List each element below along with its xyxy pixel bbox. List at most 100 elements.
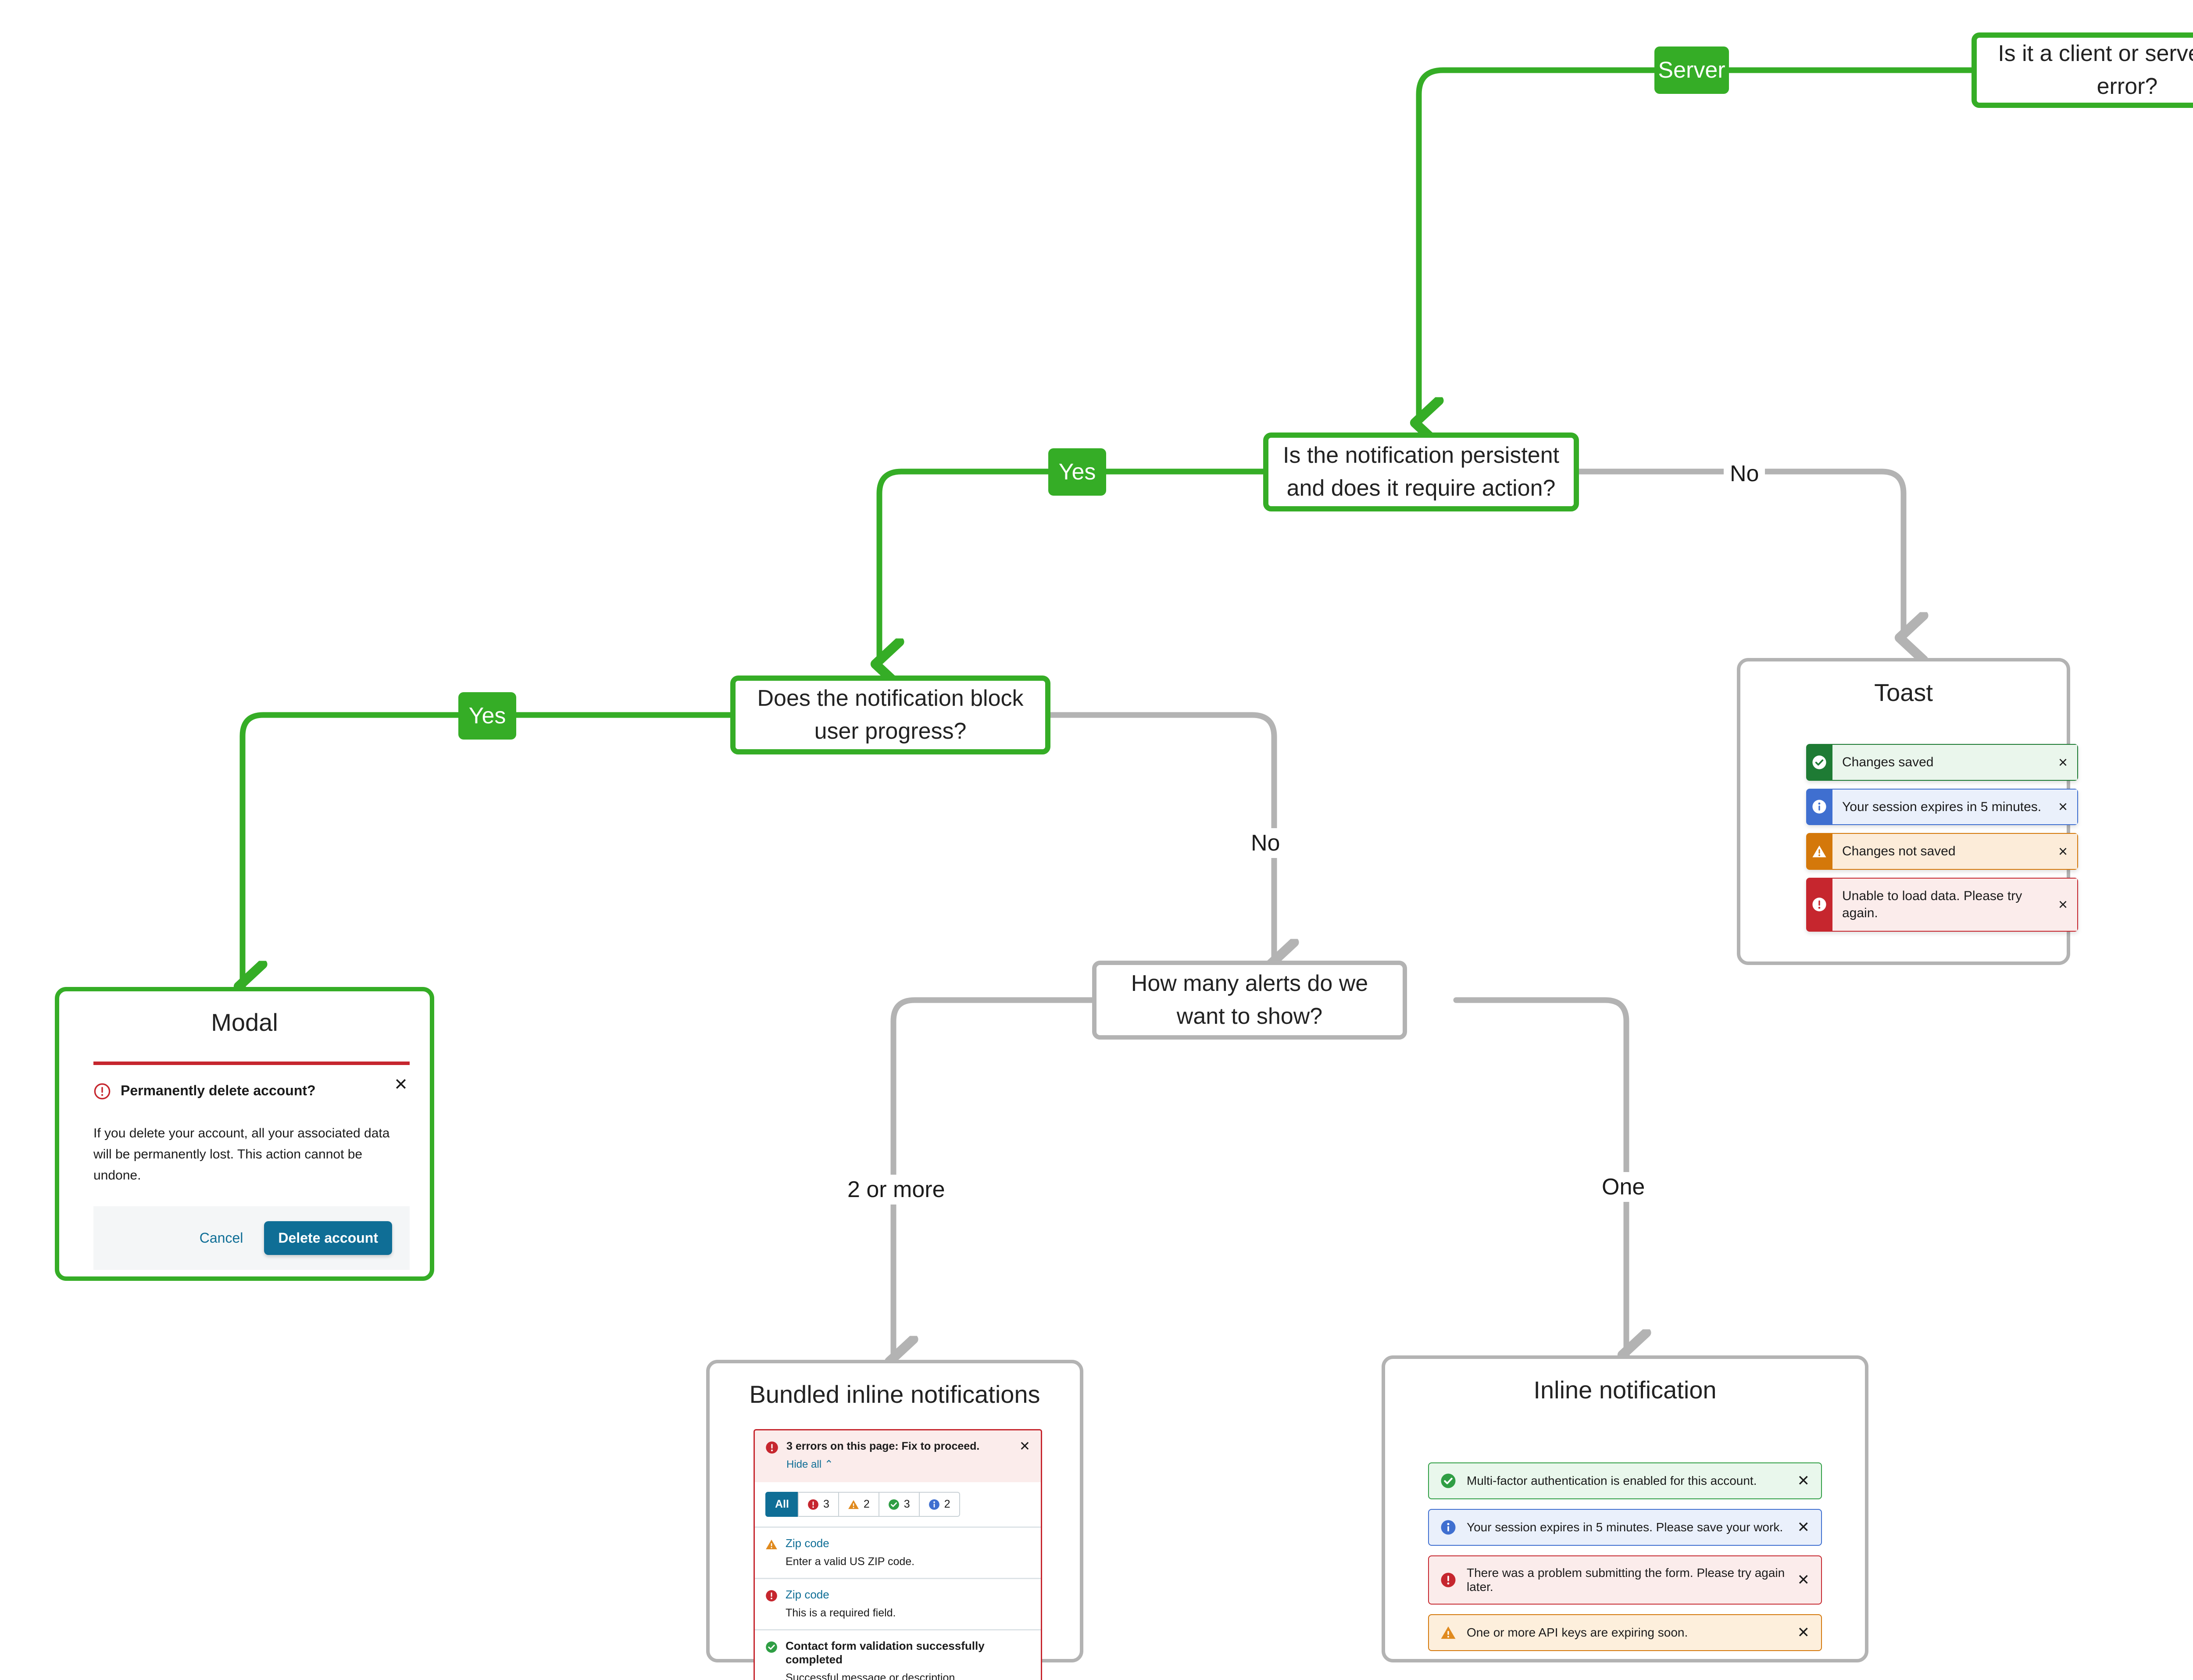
decision-node-persistent[interactable]: Is the notification persistent and does … [1263, 433, 1579, 511]
close-icon[interactable]: × [2058, 753, 2068, 771]
modal-footer: Cancel Delete account [93, 1206, 410, 1270]
modal-accent-rule [93, 1062, 410, 1065]
inline-message: There was a problem submitting the form.… [1467, 1566, 1785, 1594]
edge-label-block-yes: Yes [458, 692, 516, 740]
chevron-up-icon: ⌃ [824, 1458, 833, 1470]
decision-node-block-progress[interactable]: Does the notification block user progres… [730, 676, 1050, 754]
error-circle-icon [1812, 897, 1827, 912]
bundle-row: Zip code This is a required field. [755, 1578, 1041, 1629]
hide-all-toggle[interactable]: Hide all ⌃ [786, 1458, 1019, 1471]
bundle-banner: 3 errors on this page: Fix to proceed. H… [755, 1430, 1041, 1482]
warning-triangle-icon [765, 1538, 778, 1551]
edge-label-block-no: No [1245, 828, 1286, 858]
inline-notification-card: Inline notification Multi-factor authent… [1382, 1355, 1868, 1662]
filter-tab-info[interactable]: 2 [918, 1492, 960, 1517]
edge-label-two-or-more: 2 or more [841, 1175, 951, 1205]
delete-account-button[interactable]: Delete account [264, 1221, 392, 1255]
decision-node-how-many-alerts[interactable]: How many alerts do we want to show? [1092, 961, 1407, 1040]
filter-tab-errors[interactable]: 3 [797, 1492, 839, 1517]
decision-node-label: How many alerts do we want to show? [1131, 970, 1368, 1029]
decision-node-label: Does the notification block user progres… [757, 685, 1024, 744]
toast-card: Toast Changes saved × [1737, 658, 2078, 965]
edge-label-server: Server [1654, 46, 1729, 94]
modal-header: Permanently delete account? [93, 1065, 410, 1100]
error-circle-icon [807, 1499, 819, 1510]
toast-accent-bar [1806, 877, 1832, 932]
bundle-row-description: Enter a valid US ZIP code. [786, 1555, 915, 1568]
toast-item: Your session expires in 5 minutes. × [1806, 788, 2078, 826]
decision-node-label: Is the notification persistent and does … [1282, 442, 1560, 501]
warning-triangle-icon [848, 1499, 859, 1510]
filter-tab-all[interactable]: All [765, 1492, 799, 1517]
toast-accent-bar [1806, 744, 1832, 781]
toast-stack: Changes saved × Your session expires in … [1806, 744, 2078, 940]
info-circle-icon [929, 1499, 940, 1510]
modal-card: Modal ✕ Permanently delete account? If y… [55, 987, 434, 1281]
edge-label-persistent-no: No [1724, 459, 1765, 489]
bundle-row-description: Successful message or description [786, 1672, 955, 1680]
bundle-row: Contact form validation successfully com… [755, 1629, 1041, 1680]
modal-description: If you delete your account, all your ass… [93, 1126, 390, 1183]
card-title: Inline notification [1533, 1376, 1717, 1404]
close-icon[interactable]: ✕ [1797, 1473, 1810, 1489]
check-circle-icon [765, 1641, 778, 1653]
close-icon[interactable]: ✕ [1797, 1624, 1810, 1641]
card-title: Toast [1874, 679, 1933, 706]
inline-notification-item: There was a problem submitting the form.… [1428, 1555, 1822, 1605]
warning-triangle-icon [1440, 1625, 1456, 1641]
inline-message: One or more API keys are expiring soon. [1467, 1626, 1688, 1639]
close-icon[interactable]: ✕ [1797, 1519, 1810, 1536]
card-title: Bundled inline notifications [749, 1380, 1040, 1408]
close-icon[interactable]: × [2058, 842, 2068, 860]
inline-notification-item: Multi-factor authentication is enabled f… [1428, 1462, 1822, 1499]
modal-heading: Permanently delete account? [121, 1083, 316, 1098]
bundle-row-title[interactable]: Zip code [786, 1588, 829, 1601]
bundle-row-title: Contact form validation successfully com… [786, 1639, 985, 1666]
modal-dialog: ✕ Permanently delete account? If you del… [93, 1062, 410, 1270]
close-icon[interactable]: ✕ [1019, 1439, 1030, 1454]
close-icon[interactable]: ✕ [1797, 1572, 1810, 1588]
toast-item: Changes not saved × [1806, 833, 2078, 870]
toast-item: Unable to load data. Please try again. × [1806, 877, 2078, 932]
toast-accent-bar [1806, 833, 1832, 870]
warning-triangle-icon [1812, 844, 1827, 859]
cancel-button[interactable]: Cancel [193, 1226, 250, 1250]
filter-tab-warnings[interactable]: 2 [838, 1492, 879, 1517]
error-circle-icon [1440, 1572, 1456, 1588]
bundle-row: Zip code Enter a valid US ZIP code. [755, 1526, 1041, 1578]
hide-all-label: Hide all [786, 1458, 822, 1470]
card-title: Modal [211, 1008, 278, 1036]
check-circle-icon [1812, 755, 1827, 770]
filter-count: 2 [863, 1498, 870, 1510]
info-circle-icon [1812, 799, 1827, 814]
inline-message: Your session expires in 5 minutes. Pleas… [1467, 1520, 1783, 1534]
check-circle-icon [1440, 1473, 1456, 1489]
inline-notification-item: Your session expires in 5 minutes. Pleas… [1428, 1509, 1822, 1546]
bundle-row-title[interactable]: Zip code [786, 1537, 829, 1550]
bundle-banner-text: 3 errors on this page: Fix to proceed. [786, 1440, 980, 1452]
close-icon[interactable]: ✕ [394, 1076, 408, 1094]
edge-label-persistent-yes: Yes [1048, 448, 1106, 496]
toast-message: Your session expires in 5 minutes. [1842, 799, 2042, 814]
close-icon[interactable]: × [2058, 797, 2068, 816]
filter-count: 2 [944, 1498, 950, 1510]
toast-accent-bar [1806, 788, 1832, 826]
inline-notification-item: One or more API keys are expiring soon. … [1428, 1614, 1822, 1651]
toast-item: Changes saved × [1806, 744, 2078, 781]
check-circle-icon [888, 1499, 900, 1510]
close-icon[interactable]: × [2058, 895, 2068, 914]
inline-message: Multi-factor authentication is enabled f… [1467, 1474, 1757, 1487]
toast-message: Changes saved [1842, 755, 1934, 769]
bundle-row-description: This is a required field. [786, 1607, 896, 1619]
filter-count: 3 [823, 1498, 829, 1510]
filter-tab-success[interactable]: 3 [878, 1492, 920, 1517]
error-circle-outline-icon [93, 1083, 111, 1100]
bundled-inline-notifications-card: Bundled inline notifications 3 errors on… [706, 1360, 1083, 1680]
error-circle-icon [765, 1590, 778, 1602]
error-circle-icon [765, 1441, 779, 1454]
bundled-notification: 3 errors on this page: Fix to proceed. H… [754, 1429, 1042, 1680]
info-circle-icon [1440, 1519, 1456, 1535]
